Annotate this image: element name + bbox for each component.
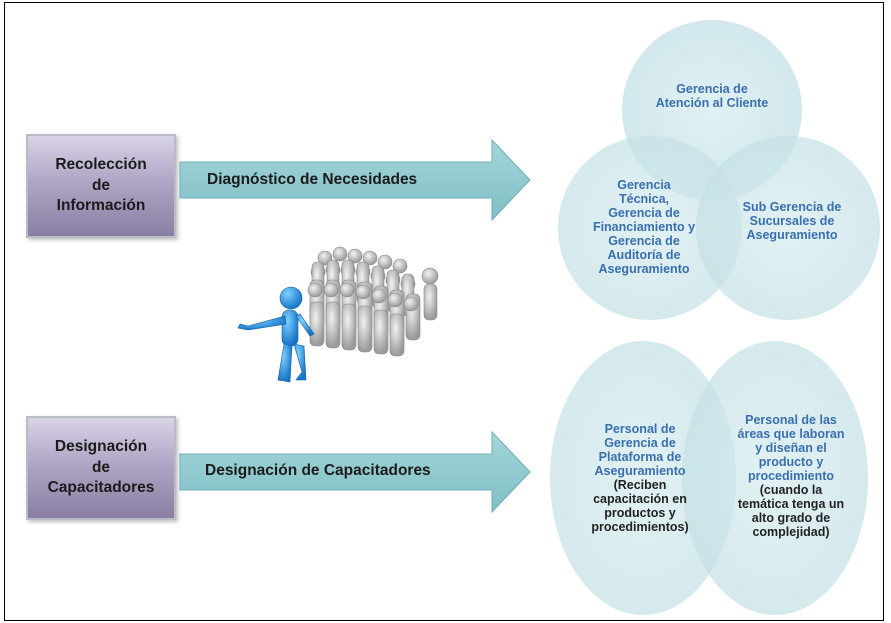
- box-designacion-label: Designación de Capacitadores: [47, 437, 155, 497]
- text-personal-areas-title: Personal de las áreas que laboran y dise…: [737, 413, 845, 483]
- text-personal-plataforma: Personal de Gerencia de Plataforma de As…: [570, 422, 710, 534]
- circle-gerencia-tecnica: [558, 136, 742, 320]
- text-personal-plataforma-title: Personal de Gerencia de Plataforma de As…: [594, 422, 686, 478]
- arrow-designacion: [179, 430, 531, 514]
- circle-personal-areas: [682, 341, 868, 615]
- circle-personal-plataforma: [550, 341, 736, 615]
- box-recoleccion: Recolección de Información: [26, 134, 176, 238]
- presenter-figure-icon: [237, 286, 315, 383]
- text-sucursales: Sub Gerencia de Sucursales de Aseguramie…: [742, 200, 842, 242]
- text-atencion-cliente: Gerencia de Atención al Cliente: [655, 82, 769, 110]
- text-personal-areas: Personal de las áreas que laboran y dise…: [720, 413, 862, 539]
- diagram-frame: [4, 2, 884, 621]
- people-illustration: [237, 246, 439, 383]
- circle-sucursales: [696, 136, 880, 320]
- arrow-diagnostico-label: Diagnóstico de Necesidades: [207, 171, 418, 188]
- text-personal-areas-note: (cuando la temática tenga un alto grado …: [737, 483, 845, 539]
- text-gerencia-tecnica: Gerencia Técnica, Gerencia de Financiami…: [592, 178, 696, 276]
- audience-group-icon: [307, 246, 439, 357]
- arrow-diagnostico: [179, 138, 531, 222]
- box-designacion: Designación de Capacitadores: [26, 416, 176, 520]
- arrow-designacion-label: Designación de Capacitadores: [205, 462, 431, 479]
- box-recoleccion-label: Recolección de Información: [55, 155, 147, 215]
- text-personal-plataforma-note: (Reciben capacitación en productos y pro…: [591, 478, 689, 534]
